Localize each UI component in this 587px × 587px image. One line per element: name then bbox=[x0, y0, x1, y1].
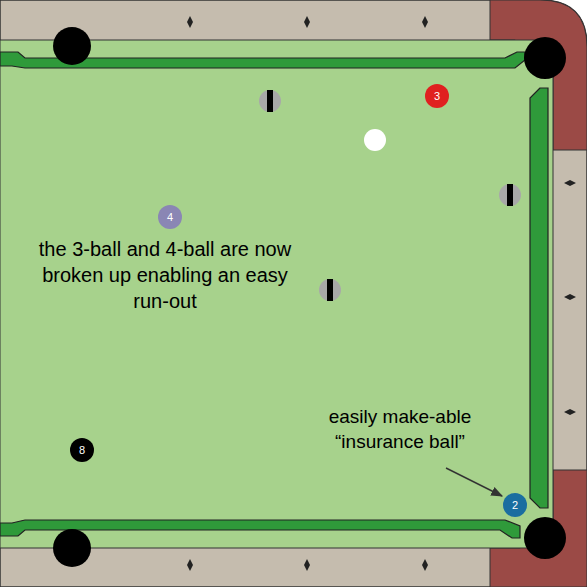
striped-ball bbox=[499, 184, 521, 206]
ball: 2 bbox=[503, 493, 527, 517]
ball: 8 bbox=[70, 438, 94, 462]
ball-circle bbox=[503, 493, 527, 517]
diamond-sights bbox=[187, 16, 576, 571]
ball-circle bbox=[70, 438, 94, 462]
annotation-note: easily make-able “insurance ball” bbox=[300, 404, 500, 454]
pocket bbox=[53, 529, 91, 567]
ball: 3 bbox=[425, 84, 449, 108]
leader-arrow bbox=[446, 468, 502, 496]
pocket bbox=[53, 27, 91, 65]
ball: 4 bbox=[158, 205, 182, 229]
ball-number: 3 bbox=[425, 84, 449, 102]
cue-ball bbox=[364, 129, 386, 151]
ball-circle bbox=[158, 205, 182, 229]
ball-number: 2 bbox=[503, 493, 527, 511]
annotation-note: the 3-ball and 4-ball are now broken up … bbox=[35, 236, 295, 314]
striped-ball bbox=[259, 90, 281, 112]
pocket bbox=[524, 517, 566, 559]
ball-circle bbox=[425, 84, 449, 108]
cushion bbox=[530, 88, 548, 508]
striped-ball bbox=[319, 279, 341, 301]
pocket bbox=[524, 37, 566, 79]
table-felt bbox=[0, 40, 553, 548]
ball-number: 8 bbox=[70, 438, 94, 456]
ball-number: 4 bbox=[158, 205, 182, 223]
